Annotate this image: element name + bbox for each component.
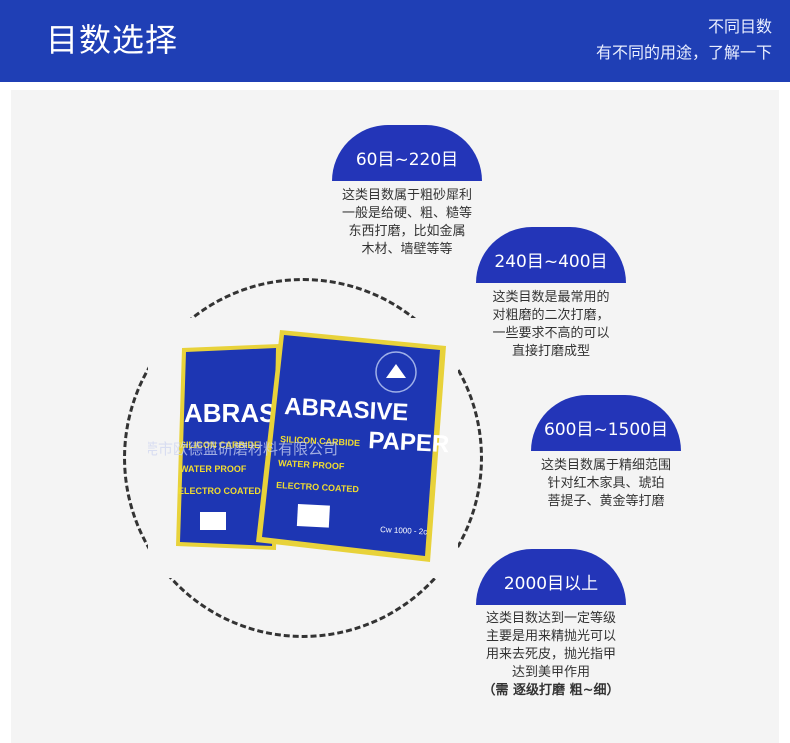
grade-desc-60-220: 这类目数属于粗砂犀利 一般是给硬、粗、糙等 东西打磨，比如金属 木材、墙壁等等 (341, 188, 472, 257)
abrasive-paper-product-image: ABRASIVE SILICON CARBIDE WATER PROOF ELE… (148, 318, 458, 578)
grade-badge-240-400: 240目~400目 (476, 227, 626, 283)
front-brand-line-2: PAPER (368, 427, 450, 458)
header-subtitle-1: 不同目数 (707, 17, 772, 36)
grade-note: （需 逐级打磨 粗~细） (482, 683, 620, 698)
grade-badge-60-220: 60目~220目 (332, 125, 482, 181)
front-paper-sheet: ABRASIVE PAPER SILICON CARBIDE WATER PRO… (256, 330, 450, 562)
back-spec-1: SILICON CARBIDE (180, 440, 260, 450)
grade-badge-2000-plus: 2000目以上 (476, 549, 626, 605)
page-title: 目数选择 (46, 21, 179, 59)
front-brand-line-1: ABRASIVE (284, 393, 409, 426)
grit-code-text: Cw 1000 - 2c (380, 525, 428, 536)
grade-badge-600-1500: 600目~1500目 (531, 395, 681, 451)
grade-desc-600-1500: 这类目数属于精细范围 针对红木家具、琥珀 菩提子、黄金等打磨 (540, 458, 671, 509)
back-spec-2: WATER PROOF (180, 464, 247, 474)
front-spec-3: ELECTRO COATED (276, 480, 360, 494)
watermark-text: 东莞市欧德蓝研磨材料有限公司 (148, 440, 338, 458)
dashed-circle-frame (123, 278, 483, 638)
grade-desc-2000-plus: 这类目数达到一定等级 主要是用来精抛光可以 用来去死皮，抛光指甲 达到美甲作用 … (476, 610, 626, 700)
front-spec-2: WATER PROOF (278, 458, 345, 471)
header-subtitle-2: 有不同的用途，了解一下 (595, 43, 772, 62)
front-spec-1: SILICON CARBIDE (280, 434, 360, 448)
grade-desc-240-400: 这类目数是最常用的 对粗磨的二次打磨， 一些要求不高的可以 直接打磨成型 (492, 290, 610, 359)
header-banner: 目数选择 不同目数 有不同的用途，了解一下 (0, 0, 790, 82)
back-spec-3: ELECTRO COATED (178, 486, 261, 496)
